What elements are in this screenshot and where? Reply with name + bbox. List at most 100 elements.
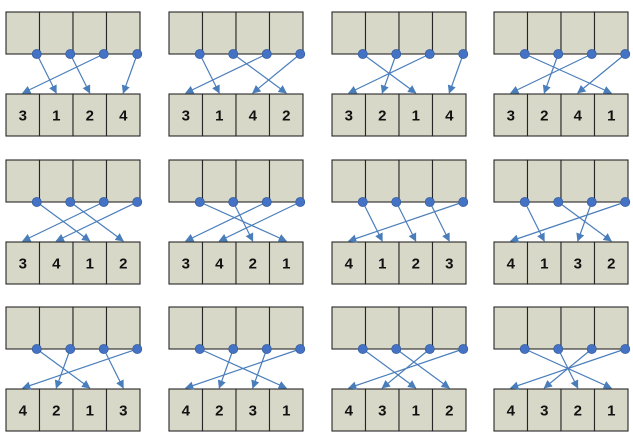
- source-dot: [228, 197, 239, 207]
- source-dot: [132, 49, 143, 59]
- result-cell-value: 1: [282, 256, 290, 273]
- mapping-arrow: [524, 201, 545, 242]
- result-cell-value: 1: [412, 108, 420, 125]
- source-cell: [493, 11, 529, 55]
- result-cell: [268, 241, 304, 285]
- source-dot: [194, 197, 205, 207]
- mapping-arrow: [251, 348, 268, 389]
- result-cell: [168, 93, 204, 137]
- source-cell: [431, 159, 467, 203]
- source-dot: [295, 49, 306, 59]
- source-cell: [431, 306, 467, 350]
- result-cell-value: 3: [182, 256, 190, 273]
- result-cell: [72, 93, 108, 137]
- result-cell-value: 4: [19, 403, 28, 420]
- result-cell-value: 1: [607, 403, 615, 420]
- result-cell: [72, 388, 108, 432]
- result-cell: [105, 93, 141, 137]
- source-cell: [493, 306, 529, 350]
- source-dot: [228, 49, 239, 59]
- source-cell: [268, 306, 304, 350]
- source-dot: [519, 344, 530, 354]
- result-cell-value: 4: [182, 403, 191, 420]
- source-cell: [364, 11, 400, 55]
- result-cell-value: 4: [507, 256, 516, 273]
- mapping-arrow: [36, 348, 91, 389]
- mapping-arrow: [199, 348, 288, 389]
- source-dot: [357, 197, 368, 207]
- result-cell-value: 3: [182, 108, 190, 125]
- source-cell: [331, 159, 367, 203]
- result-cell: [72, 241, 108, 285]
- source-cell: [235, 11, 271, 55]
- result-cell: [268, 93, 304, 137]
- source-dot: [31, 197, 42, 207]
- result-cell: [560, 241, 596, 285]
- result-cell-value: 4: [507, 403, 516, 420]
- mapping-arrow: [21, 53, 105, 94]
- result-cell: [235, 93, 271, 137]
- source-cell: [38, 306, 74, 350]
- result-cell: [364, 93, 400, 137]
- result-cell: [38, 93, 74, 137]
- result-cell: [5, 93, 41, 137]
- source-cell: [72, 11, 108, 55]
- mapping-arrow: [524, 53, 613, 94]
- result-cell-value: 4: [345, 256, 354, 273]
- source-cell: [593, 11, 629, 55]
- source-cell: [168, 11, 204, 55]
- source-cell: [398, 306, 434, 350]
- source-cell: [431, 11, 467, 55]
- mapping-arrow: [557, 201, 612, 242]
- result-cell-value: 2: [119, 256, 127, 273]
- result-cell: [398, 93, 434, 137]
- result-cell-value: 4: [345, 403, 354, 420]
- source-dot: [98, 49, 109, 59]
- source-dot: [31, 49, 42, 59]
- mapping-arrow: [218, 201, 301, 242]
- result-cell-value: 3: [507, 108, 515, 125]
- mapping-arrow: [199, 201, 288, 242]
- mapping-arrow: [103, 348, 124, 389]
- source-dot: [519, 197, 530, 207]
- result-cell-value: 1: [540, 256, 548, 273]
- source-cell: [201, 306, 237, 350]
- source-cell: [560, 11, 596, 55]
- mapping-arrow: [69, 201, 124, 242]
- source-dot: [357, 344, 368, 354]
- source-cell: [268, 11, 304, 55]
- result-cell: [168, 388, 204, 432]
- source-dot: [357, 49, 368, 59]
- result-cell-value: 2: [540, 108, 548, 125]
- source-dot: [65, 344, 76, 354]
- result-cell-value: 1: [412, 403, 420, 420]
- source-cell: [268, 159, 304, 203]
- result-cell: [593, 241, 629, 285]
- source-cell: [72, 159, 108, 203]
- result-cell: [364, 241, 400, 285]
- mapping-arrow: [362, 201, 383, 242]
- result-cell: [526, 388, 562, 432]
- source-cell: [5, 11, 41, 55]
- result-cell: [431, 93, 467, 137]
- source-dot: [228, 344, 239, 354]
- source-cell: [398, 159, 434, 203]
- source-dot: [261, 197, 272, 207]
- source-dot: [586, 49, 597, 59]
- mapping-arrow: [36, 53, 57, 94]
- source-cell: [168, 306, 204, 350]
- source-dot: [65, 49, 76, 59]
- result-cell: [493, 388, 529, 432]
- source-cell: [593, 306, 629, 350]
- source-cell: [593, 159, 629, 203]
- source-dot: [458, 344, 469, 354]
- source-dot: [586, 344, 597, 354]
- source-dot: [424, 49, 435, 59]
- result-cell: [105, 388, 141, 432]
- result-cell: [560, 388, 596, 432]
- source-dot: [261, 49, 272, 59]
- source-dot: [194, 344, 205, 354]
